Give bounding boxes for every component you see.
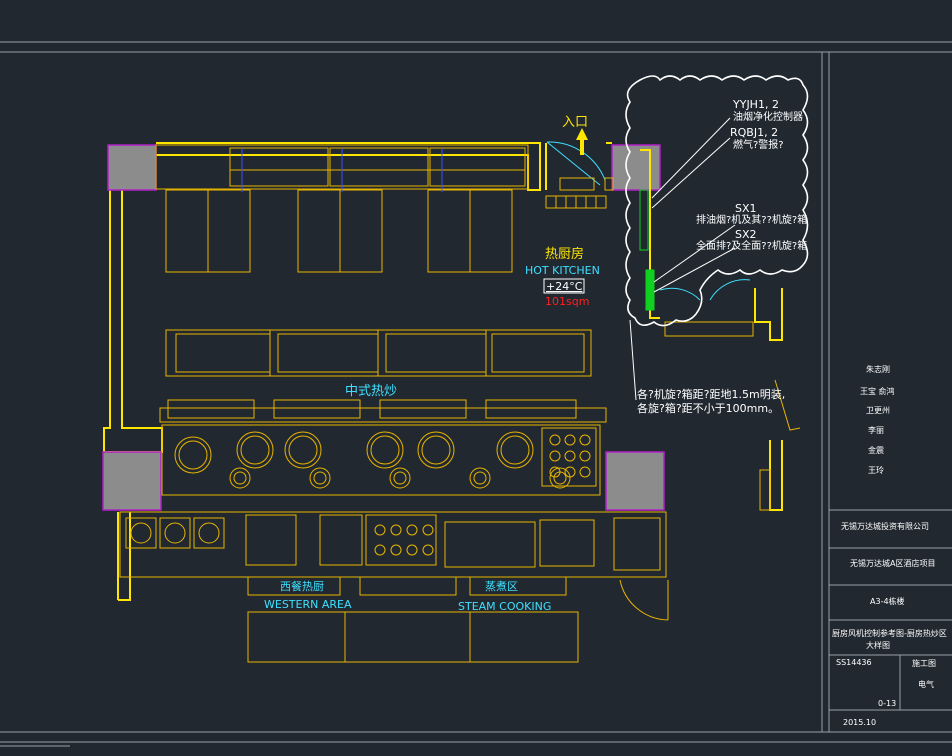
drawing-number: SS14436 <box>836 658 872 667</box>
right-wall-equipment <box>664 321 801 511</box>
temperature-box <box>543 278 585 294</box>
chinese-stirfry-label: 中式热炒 <box>345 384 397 399</box>
entrance-arrow <box>576 128 588 155</box>
signature-4: 李丽 <box>868 425 884 435</box>
note-line-1: 各?机旋?箱距?距地1.5m明装, <box>637 387 785 401</box>
stirfry-range <box>161 424 601 496</box>
signature-6: 王玲 <box>868 465 884 475</box>
signature-5: 金震 <box>868 445 884 455</box>
client-name: 无锡万达城投资有限公司 <box>841 521 929 531</box>
temperature-label: +24°C <box>546 280 583 293</box>
callout-code-1: YYJH1, 2 <box>732 98 779 111</box>
drawing-frame <box>0 41 952 747</box>
callout-desc-1: 油烟净化控制器 <box>733 110 803 123</box>
detail-cloud-contents <box>639 149 751 319</box>
hot-kitchen-en-label: HOT KITCHEN <box>525 264 600 277</box>
middle-counter-row <box>165 329 592 377</box>
column-mid-right <box>605 451 665 511</box>
top-equipment-row <box>155 144 529 273</box>
steam-cooking-cn-label: 蒸煮区 <box>485 580 518 593</box>
callout-desc-4: 全面排?及全面??机旋?箱 <box>696 239 807 252</box>
callout-desc-3: 排油烟?机及其??机旋?箱 <box>696 213 807 226</box>
drawing-discipline: 电气 <box>918 679 934 689</box>
signature-1: 朱志刚 <box>866 364 890 374</box>
drawing-stage: 施工图 <box>912 658 936 668</box>
callout-desc-2: 燃气?警报? <box>733 138 784 151</box>
callout-code-2: RQBJ1, 2 <box>730 126 778 139</box>
zone-name: A3-4栋楼 <box>870 596 905 606</box>
signature-3: 卫更州 <box>866 406 890 415</box>
drawing-title-1: 厨房风机控制参考图-厨房热炒区 <box>832 628 947 638</box>
hot-kitchen-cn-label: 热厨房 <box>545 246 584 262</box>
structural-columns <box>102 144 665 511</box>
area-label: 101sqm <box>545 295 589 308</box>
lower-equipment-row <box>119 511 669 663</box>
project-name: 无锡万达城A区酒店项目 <box>850 558 935 568</box>
entrance-equipment <box>545 177 614 209</box>
note-line-2: 各旋?箱?距不小于100mm。 <box>637 401 779 415</box>
western-area-cn-label: 西餐热厨 <box>280 579 324 593</box>
entrance-label: 入口 <box>562 115 588 130</box>
western-area-en-label: WESTERN AREA <box>264 598 352 611</box>
hood-filters <box>159 399 607 423</box>
callout-code-3: SX1 <box>735 202 757 215</box>
signature-2: 王宝 俞鸿 <box>860 386 895 396</box>
steam-cooking-en-label: STEAM COOKING <box>458 600 551 613</box>
drawing-date: 2015.10 <box>843 718 876 727</box>
callout-code-4: SX2 <box>735 228 757 241</box>
drawing-title-2: 大样图 <box>866 640 890 650</box>
column-top-right <box>611 144 661 191</box>
sheet-number: 0-13 <box>878 699 896 708</box>
title-block: 朱志刚 王宝 俞鸿 卫更州 李丽 金震 王玲 无锡万达城投资有限公司 无锡万达城… <box>832 364 947 727</box>
column-mid-left <box>102 451 162 511</box>
top-exhaust-lines <box>241 148 443 192</box>
leader-lines <box>629 117 736 401</box>
column-top-left <box>107 144 157 191</box>
detail-cloud <box>625 75 809 327</box>
